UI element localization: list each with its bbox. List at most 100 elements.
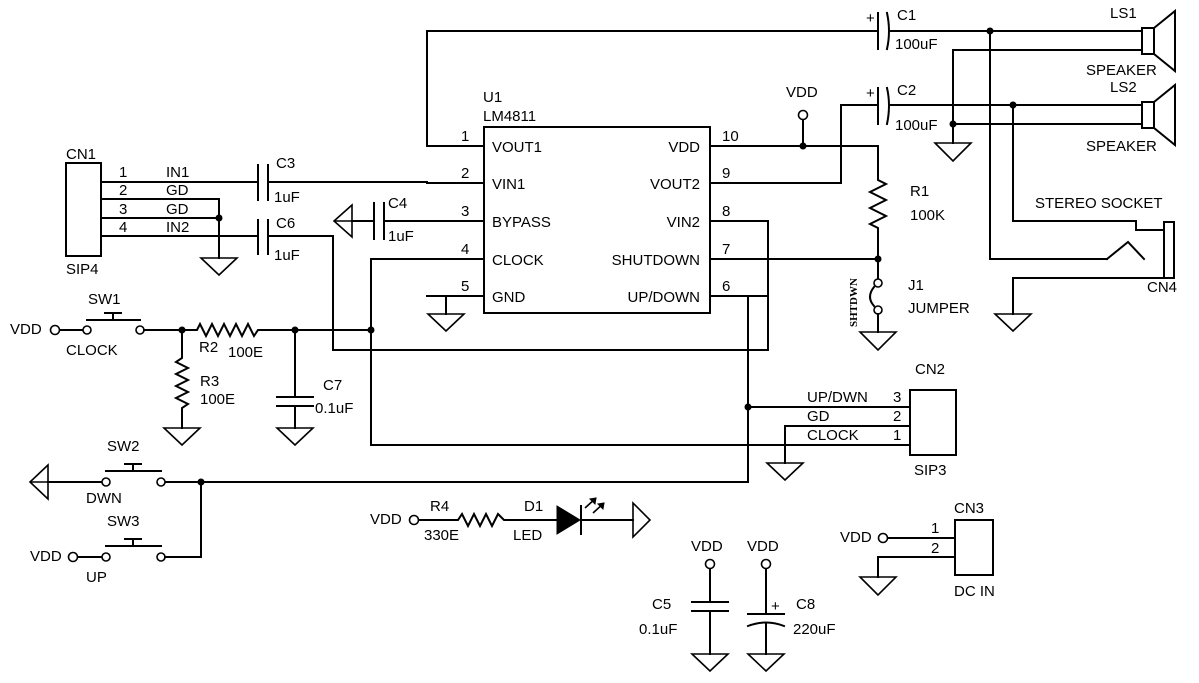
ground-symbol <box>161 427 203 447</box>
vdd-label: VDD <box>786 84 818 101</box>
r4-ref: R4 <box>430 498 449 515</box>
sw3-label: UP <box>86 569 107 586</box>
resistor-r4 <box>418 511 558 529</box>
r2-value: 100E <box>228 344 263 361</box>
capacitor-c8: VDD + C8 220uF <box>745 538 836 673</box>
vdd-label: VDD <box>691 538 723 555</box>
cn2-pin-num: 1 <box>893 427 901 444</box>
vdd-pin10-network: VDD R1 100K <box>767 84 945 281</box>
pin-name: VOUT2 <box>650 176 700 193</box>
ground-symbol <box>332 203 353 239</box>
ground-symbol <box>28 463 49 501</box>
clock-network: R2 100E R3 100E C7 0.1uF <box>143 258 911 447</box>
jumper-pin <box>873 305 883 315</box>
c4-value: 1uF <box>388 228 414 245</box>
r4-value: 330E <box>424 527 459 544</box>
r3-value: 100E <box>200 391 235 408</box>
c1-ref: C1 <box>897 7 916 24</box>
sw1-label: CLOCK <box>66 342 118 359</box>
pin-name: VIN2 <box>667 214 700 231</box>
cn1-pin-label: IN2 <box>166 219 189 236</box>
ground-symbol <box>689 653 731 673</box>
speaker-ls1: LS1 SPEAKER <box>952 5 1176 79</box>
cn1-pin-num: 1 <box>119 164 127 181</box>
capacitor-c3: C3 1uF <box>257 155 428 206</box>
vdd-label: VDD <box>370 511 402 528</box>
c2-ref: C2 <box>897 82 916 99</box>
pin-name: VDD <box>668 139 700 156</box>
jumper-side-label: SHTDWN <box>848 278 860 327</box>
speaker-icon <box>1141 101 1155 129</box>
pin-name: SHUTDOWN <box>612 252 700 269</box>
cn1-pin-num: 3 <box>119 201 127 218</box>
pin-name: BYPASS <box>492 214 551 231</box>
switch-sw3: VDD SW3 UP <box>30 481 202 586</box>
resistor-r2 <box>143 321 372 339</box>
ground-symbol <box>858 576 898 597</box>
cn3-pin-num: 2 <box>931 540 939 557</box>
d1-label: LED <box>513 527 542 544</box>
vdd-label: VDD <box>10 321 42 338</box>
c1-polarity: + <box>866 10 875 27</box>
capacitor-c1: + C1 100uF <box>426 7 1143 260</box>
ground-symbol <box>425 313 467 333</box>
pin-num: 8 <box>722 203 730 220</box>
cn1-body <box>65 162 102 257</box>
cn2-body <box>909 389 957 456</box>
pin-num: 6 <box>722 278 730 295</box>
c5-ref: C5 <box>652 596 671 613</box>
pin-num: 7 <box>722 241 730 258</box>
d1-ref: D1 <box>524 498 543 515</box>
c6-value: 1uF <box>274 247 300 264</box>
vdd-label: VDD <box>840 529 872 546</box>
sw3-ref: SW3 <box>107 513 140 530</box>
ic-ref: U1 <box>483 89 502 106</box>
c4-ref: C4 <box>388 195 407 212</box>
c5-value: 0.1uF <box>639 621 677 638</box>
cn4-ref: CN4 <box>1147 279 1177 296</box>
pin-name: VIN1 <box>492 176 525 193</box>
pin-num: 10 <box>722 128 739 145</box>
pin-name: VOUT1 <box>492 139 542 156</box>
pin-num: 9 <box>722 165 730 182</box>
ground-symbol <box>933 142 973 163</box>
jumper-j1: J1 JUMPER SHTDWN <box>848 277 970 352</box>
sw2-ref: SW2 <box>107 438 140 455</box>
ground-symbol <box>274 427 316 447</box>
cn2-pin-num: 3 <box>893 389 901 406</box>
cn2-pin-label: GD <box>807 408 830 425</box>
pin-num: 4 <box>461 241 469 258</box>
ground-symbol <box>745 653 787 673</box>
c8-ref: C8 <box>796 596 815 613</box>
pin5-ground <box>425 295 467 333</box>
vdd-label: VDD <box>747 538 779 555</box>
connector-cn3: CN3 DC IN VDD 1 2 <box>840 500 995 600</box>
socket-body <box>1163 221 1175 279</box>
led-network: VDD R4 330E D1 LED <box>370 497 652 544</box>
pin-num: 5 <box>461 278 469 295</box>
capacitor-c4: C4 1uF <box>332 195 428 245</box>
r1-value: 100K <box>910 207 945 224</box>
cn1-pin-label: GD <box>166 182 189 199</box>
cn2-ref: CN2 <box>915 361 945 378</box>
ground-symbol <box>764 462 806 482</box>
resistor-r1 <box>867 171 889 281</box>
cn3-body <box>954 519 994 576</box>
c2-value: 100uF <box>895 117 938 134</box>
cn3-ref: CN3 <box>954 500 984 517</box>
c8-polarity: + <box>771 598 780 615</box>
cn2-pin-label: CLOCK <box>807 427 859 444</box>
sw1-ref: SW1 <box>88 291 121 308</box>
speaker-icon <box>1141 27 1155 55</box>
connector-cn1: CN1 SIP4 1 2 3 4 IN1 GD GD IN2 <box>65 146 259 278</box>
connector-cn2: CN2 SIP3 UP/DWN GD CLOCK 3 2 1 <box>164 295 957 483</box>
cn1-type: SIP4 <box>66 261 99 278</box>
speaker-ls2: LS2 SPEAKER <box>952 79 1176 155</box>
cn3-type: DC IN <box>954 583 995 600</box>
c2-polarity: + <box>866 85 875 102</box>
vdd-terminal <box>797 109 809 121</box>
ls1-label: SPEAKER <box>1086 62 1157 79</box>
c3-ref: C3 <box>276 155 295 172</box>
pin-name: UP/DOWN <box>628 289 701 306</box>
